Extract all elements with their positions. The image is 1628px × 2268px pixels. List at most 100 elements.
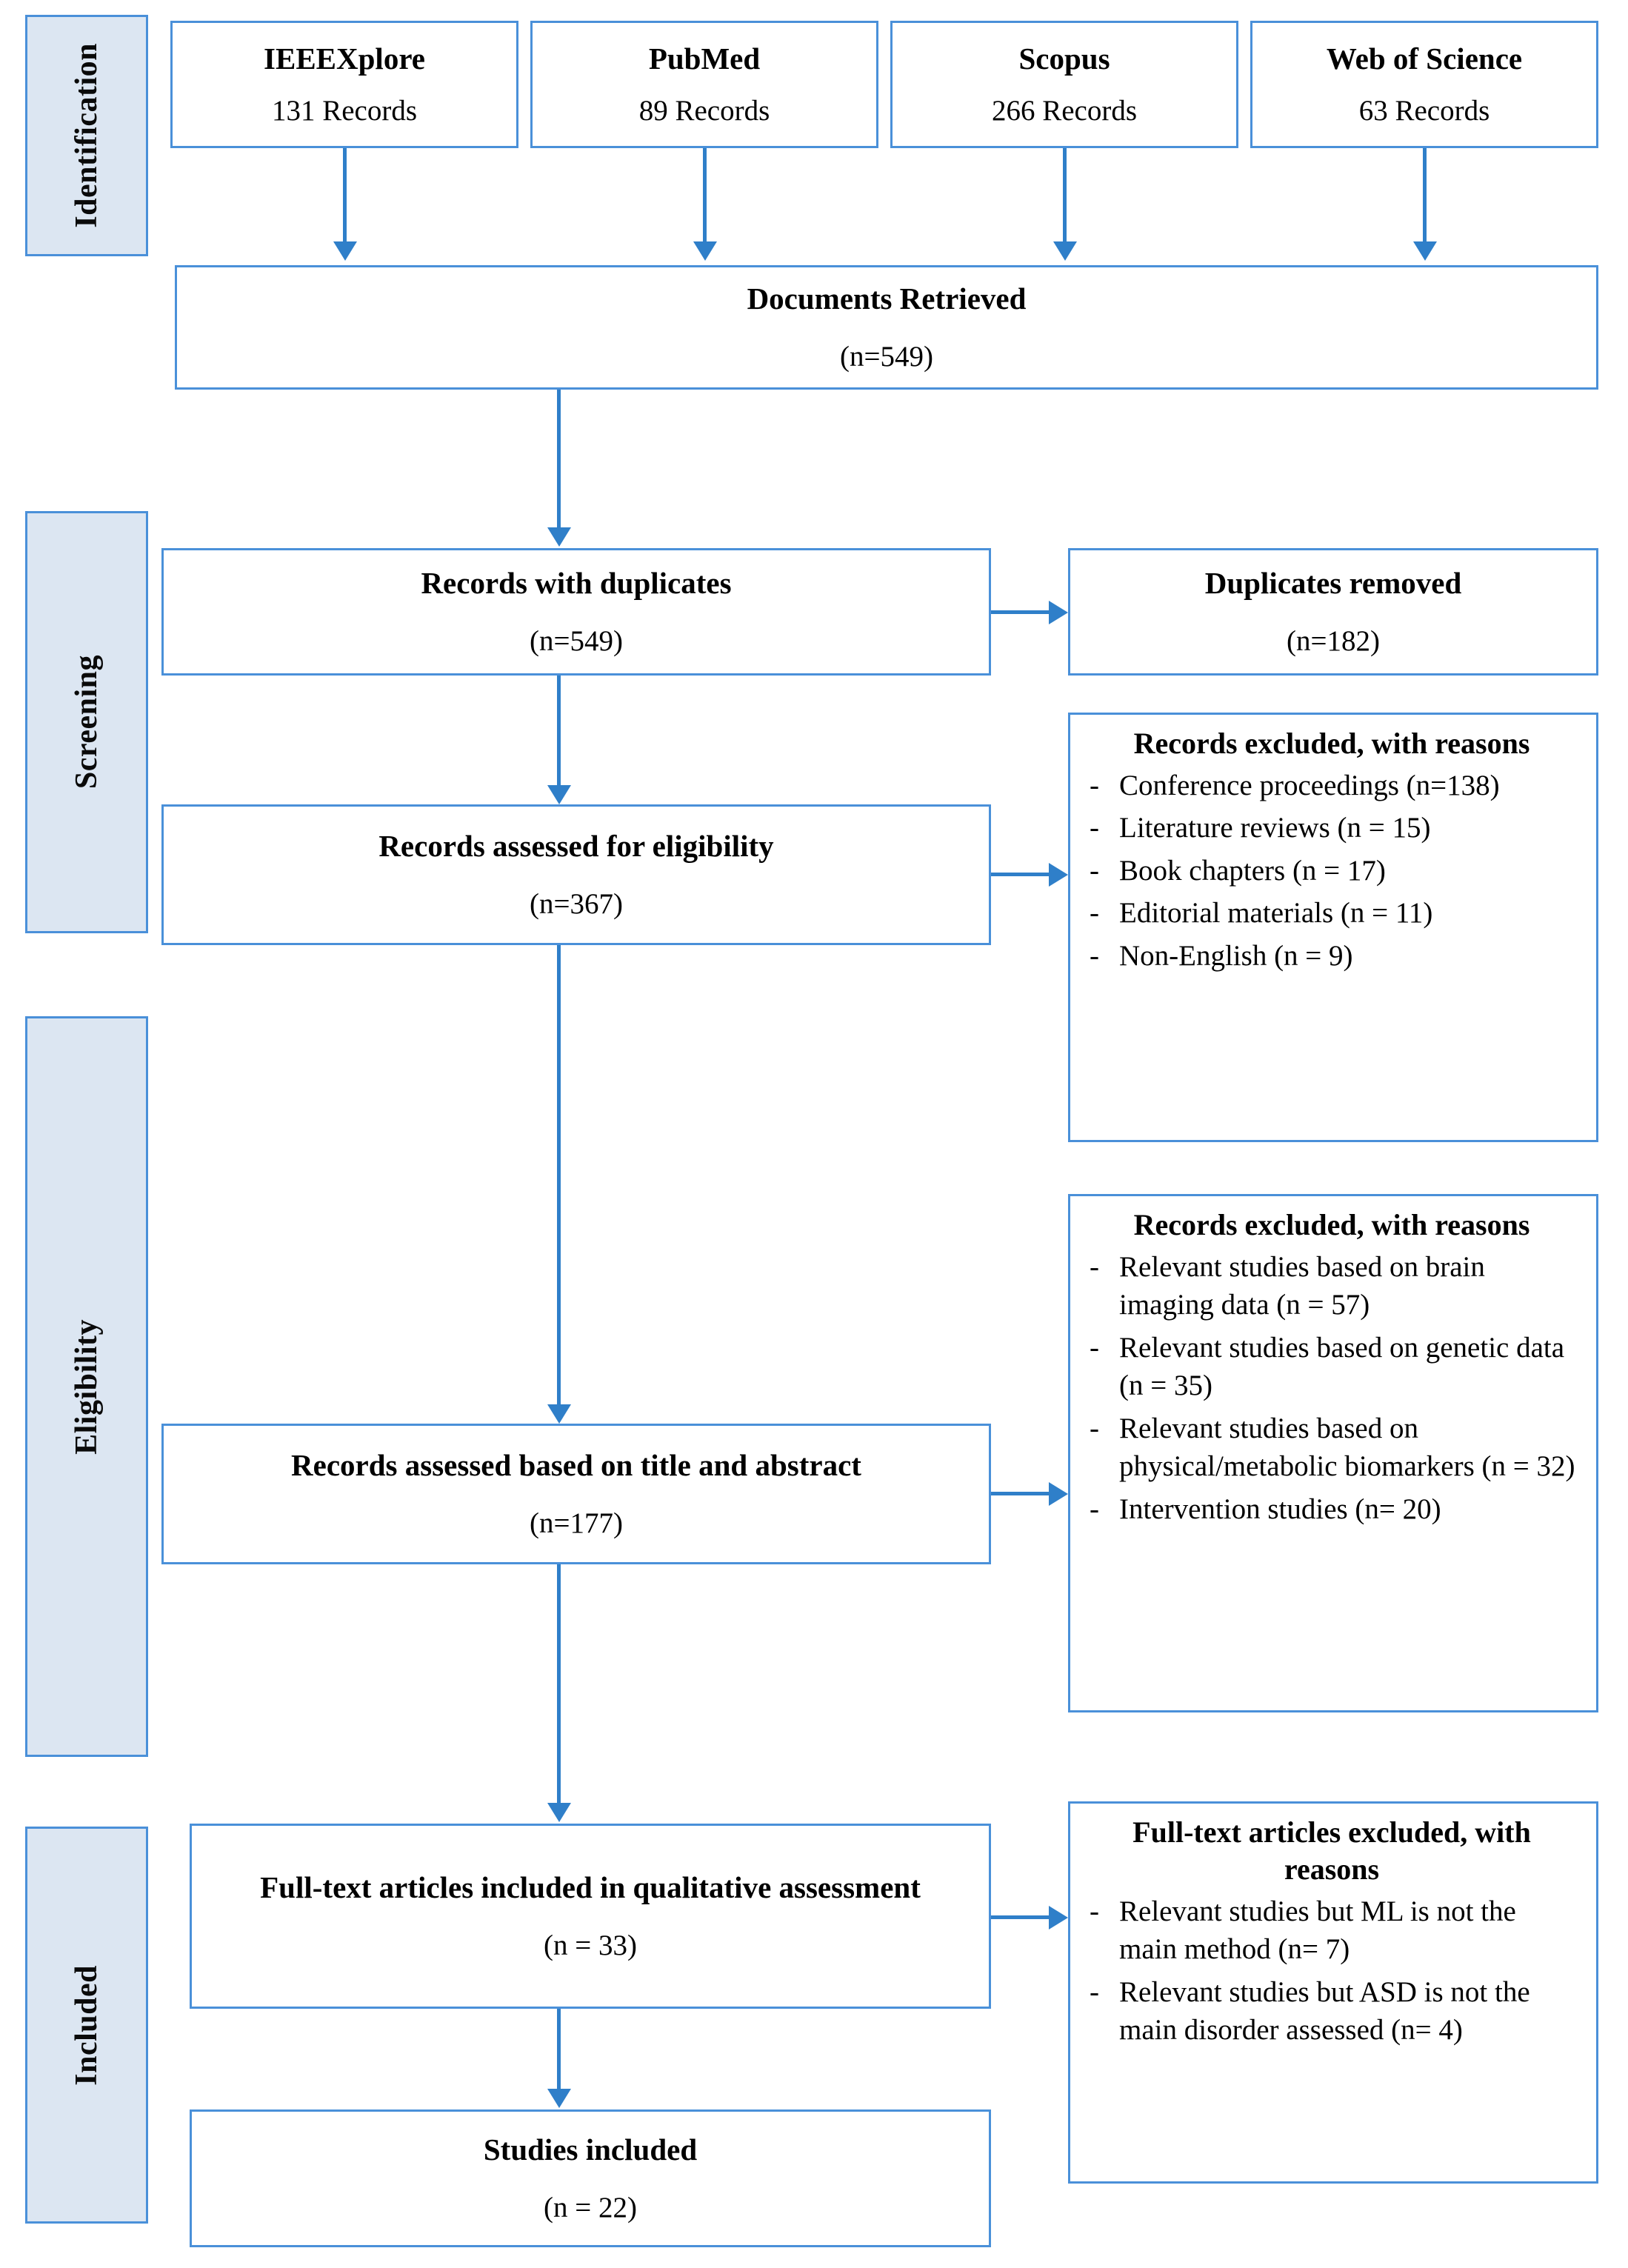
exclusion-box-fulltext: Full-text articles excluded, with reason… xyxy=(1068,1801,1598,2184)
bullet-dash-icon: - xyxy=(1090,1975,1099,2008)
arrowhead-ieeexplore xyxy=(333,241,357,261)
list-item: -Relevant studies but ASD is not the mai… xyxy=(1084,1973,1580,2049)
list-item: -Non-English (n = 9) xyxy=(1084,937,1580,975)
source-box-scopus: Scopus 266 Records xyxy=(890,21,1238,148)
bullet-dash-icon: - xyxy=(1090,1895,1099,1927)
exclusion-list-screening: -Conference proceedings (n=138) -Literat… xyxy=(1084,767,1580,975)
source-name-scopus: Scopus xyxy=(1018,41,1110,76)
connector-duplicates-to-removed xyxy=(991,610,1058,614)
exclusion-heading-screening: Records excluded, with reasons xyxy=(1133,727,1530,760)
arrowhead-title-abstract-excluded xyxy=(1049,1482,1068,1506)
stage-label-included: Included xyxy=(70,1964,104,2086)
list-item: -Conference proceedings (n=138) xyxy=(1084,767,1580,804)
studies-included-count: (n = 22) xyxy=(544,2191,637,2224)
list-item: -Relevant studies based on brain imaging… xyxy=(1084,1248,1580,1324)
records-assessed-eligibility-count: (n=367) xyxy=(530,887,623,920)
node-records-assessed-eligibility: Records assessed for eligibility (n=367) xyxy=(161,804,991,945)
stage-bar-included: Included xyxy=(25,1827,148,2224)
full-text-included-title: Full-text articles included in qualitati… xyxy=(260,1870,921,1904)
list-item: -Editorial materials (n = 11) xyxy=(1084,894,1580,932)
records-with-duplicates-count: (n=549) xyxy=(530,624,623,657)
exclusion-item-text: Literature reviews (n = 15) xyxy=(1119,812,1431,844)
exclusion-item-text: Relevant studies based on physical/metab… xyxy=(1119,1412,1575,1483)
bullet-dash-icon: - xyxy=(1090,897,1099,930)
source-box-pubmed: PubMed 89 Records xyxy=(530,21,878,148)
stage-bar-eligibility: Eligibility xyxy=(25,1016,148,1757)
bullet-dash-icon: - xyxy=(1090,770,1099,801)
node-records-with-duplicates: Records with duplicates (n=549) xyxy=(161,548,991,676)
bullet-dash-icon: - xyxy=(1090,1412,1099,1444)
arrowhead-pubmed xyxy=(693,241,717,261)
exclusion-item-text: Book chapters (n = 17) xyxy=(1119,854,1386,887)
connector-eligibility-to-title-abstract xyxy=(557,945,561,1404)
exclusion-heading-eligibility: Records excluded, with reasons xyxy=(1133,1208,1530,1241)
records-assessed-eligibility-title: Records assessed for eligibility xyxy=(378,828,774,863)
exclusion-box-eligibility: Records excluded, with reasons -Relevant… xyxy=(1068,1194,1598,1712)
records-with-duplicates-title: Records with duplicates xyxy=(421,565,732,600)
exclusion-item-text: Relevant studies based on brain imaging … xyxy=(1119,1251,1485,1321)
connector-pubmed-to-retrieved xyxy=(703,148,707,241)
connector-scopus-to-retrieved xyxy=(1063,148,1067,241)
arrowhead-wos xyxy=(1413,241,1437,261)
node-records-assessed-title-abstract: Records assessed based on title and abst… xyxy=(161,1424,991,1564)
duplicates-removed-title: Duplicates removed xyxy=(1204,565,1462,600)
source-count-ieeexplore: 131 Records xyxy=(271,94,418,127)
records-assessed-title-abstract-title: Records assessed based on title and abst… xyxy=(291,1447,861,1482)
list-item: -Relevant studies based on genetic data … xyxy=(1084,1329,1580,1405)
list-item: -Book chapters (n = 17) xyxy=(1084,852,1580,890)
arrowhead-retrieved-to-duplicates xyxy=(547,527,571,547)
connector-duplicates-to-eligibility xyxy=(557,676,561,785)
list-item: -Relevant studies based on physical/meta… xyxy=(1084,1410,1580,1486)
node-studies-included: Studies included (n = 22) xyxy=(190,2109,991,2247)
connector-ieeexplore-to-retrieved xyxy=(343,148,347,241)
node-full-text-included: Full-text articles included in qualitati… xyxy=(190,1824,991,2009)
exclusion-item-text: Editorial materials (n = 11) xyxy=(1119,897,1433,930)
documents-retrieved-title: Documents Retrieved xyxy=(747,281,1027,316)
exclusion-heading-fulltext: Full-text articles excluded, with reason… xyxy=(1132,1815,1531,1886)
full-text-included-count: (n = 33) xyxy=(544,1929,637,1961)
source-box-web-of-science: Web of Science 63 Records xyxy=(1250,21,1598,148)
arrowhead-title-abstract xyxy=(547,1404,571,1424)
connector-title-abstract-to-excluded xyxy=(991,1492,1058,1495)
exclusion-item-text: Non-English (n = 9) xyxy=(1119,939,1353,972)
connector-retrieved-to-duplicates xyxy=(557,390,561,527)
bullet-dash-icon: - xyxy=(1090,1251,1099,1283)
source-name-web-of-science: Web of Science xyxy=(1326,41,1523,76)
stage-bar-identification: Identification xyxy=(25,15,148,256)
exclusion-item-text: Relevant studies based on genetic data (… xyxy=(1119,1331,1565,1402)
bullet-dash-icon: - xyxy=(1090,1492,1099,1525)
connector-title-abstract-to-fulltext xyxy=(557,1564,561,1803)
duplicates-removed-count: (n=182) xyxy=(1287,624,1380,657)
connector-eligibility-to-excluded xyxy=(991,873,1058,876)
bullet-dash-icon: - xyxy=(1090,1331,1099,1364)
source-count-scopus: 266 Records xyxy=(991,94,1138,127)
arrowhead-scopus xyxy=(1053,241,1077,261)
arrowhead-studies-included xyxy=(547,2089,571,2108)
source-count-web-of-science: 63 Records xyxy=(1358,94,1490,127)
arrowhead-duplicates-to-eligibility xyxy=(547,785,571,804)
node-duplicates-removed: Duplicates removed (n=182) xyxy=(1068,548,1598,676)
exclusion-list-eligibility: -Relevant studies based on brain imaging… xyxy=(1084,1248,1580,1528)
arrowhead-fulltext xyxy=(547,1803,571,1822)
exclusion-box-screening: Records excluded, with reasons -Conferen… xyxy=(1068,713,1598,1142)
bullet-dash-icon: - xyxy=(1090,939,1099,972)
stage-label-identification: Identification xyxy=(70,43,104,228)
stage-label-eligibility: Eligibility xyxy=(70,1318,104,1455)
studies-included-title: Studies included xyxy=(483,2132,698,2167)
list-item: -Intervention studies (n= 20) xyxy=(1084,1490,1580,1528)
exclusion-item-text: Conference proceedings (n=138) xyxy=(1119,770,1500,801)
exclusion-list-fulltext: -Relevant studies but ML is not the main… xyxy=(1084,1892,1580,2049)
arrowhead-duplicates-removed xyxy=(1049,601,1068,624)
connector-fulltext-to-studies xyxy=(557,2009,561,2089)
documents-retrieved-count: (n=549) xyxy=(840,340,933,373)
bullet-dash-icon: - xyxy=(1090,854,1099,887)
source-box-ieeexplore: IEEEXplore 131 Records xyxy=(170,21,518,148)
arrowhead-fulltext-excluded xyxy=(1049,1906,1068,1930)
exclusion-item-text: Relevant studies but ML is not the main … xyxy=(1119,1895,1516,1966)
list-item: -Relevant studies but ML is not the main… xyxy=(1084,1892,1580,1969)
stage-label-screening: Screening xyxy=(70,655,104,790)
exclusion-item-text: Intervention studies (n= 20) xyxy=(1119,1492,1441,1525)
node-documents-retrieved: Documents Retrieved (n=549) xyxy=(175,265,1598,390)
source-name-pubmed: PubMed xyxy=(648,41,761,76)
source-count-pubmed: 89 Records xyxy=(638,94,770,127)
